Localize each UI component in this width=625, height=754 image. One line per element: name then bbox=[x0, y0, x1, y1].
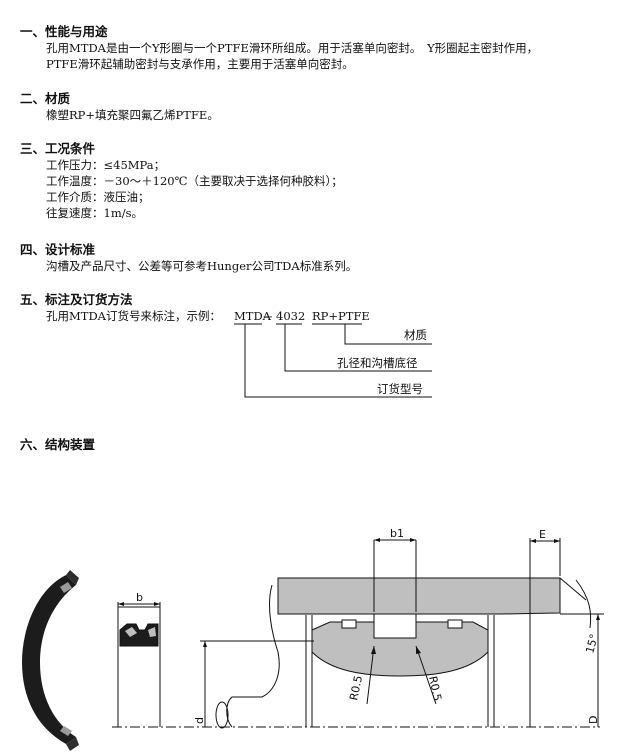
section-ordering: 五、标注及订货方法 孔用MTDA订货号来标注，示例： bbox=[20, 292, 221, 324]
section-text: 工作温度：－30～＋120℃（主要取决于选择何种胶料）； bbox=[46, 174, 343, 188]
section-title: 五、标注及订货方法 bbox=[20, 292, 133, 307]
section-text: 工作介质：液压油； bbox=[46, 190, 150, 204]
dim-d: d bbox=[193, 717, 206, 724]
order-label-material: 材质 bbox=[404, 328, 427, 342]
section-title: 三、工况条件 bbox=[20, 141, 96, 156]
section-structure: 六、结构装置 bbox=[20, 437, 95, 453]
section-text: 孔用MTDA订货号来标注，示例： bbox=[46, 309, 221, 323]
dim-b1: b1 bbox=[390, 527, 404, 540]
section-text: 孔用MTDA是由一个Y形圈与一个PTFE滑环所组成。用于活塞单向密封。 Y形圈起… bbox=[46, 41, 539, 55]
section-text: 沟槽及产品尺寸、公差等可参考Hunger公司TDA标准系列。 bbox=[46, 259, 358, 273]
order-label-code: 订货型号 bbox=[377, 382, 423, 396]
dim-D: D bbox=[587, 716, 600, 724]
seal-cross-section bbox=[117, 602, 161, 727]
cylinder-bore bbox=[277, 577, 587, 615]
section-title: 六、结构装置 bbox=[20, 437, 96, 452]
arrow-heads bbox=[118, 538, 600, 654]
section-text: 工作压力：≤45MPa； bbox=[46, 158, 166, 172]
order-label-size: 孔径和沟槽底径 bbox=[337, 356, 418, 370]
seal-installed bbox=[311, 613, 489, 677]
break-mark bbox=[215, 701, 229, 729]
order-dash: － bbox=[262, 310, 274, 324]
section-material: 二、材质 橡塑RP+填充聚四氟乙烯PTFE。 bbox=[20, 91, 219, 123]
section-performance: 一、性能与用途 孔用MTDA是由一个Y形圈与一个PTFE滑环所组成。用于活塞单向… bbox=[20, 24, 538, 72]
dim-angle: 15° bbox=[583, 633, 601, 655]
section-title: 四、设计标准 bbox=[20, 242, 96, 257]
seal-structure-drawing: b bbox=[22, 527, 604, 751]
leader-code bbox=[244, 324, 432, 398]
seal-ring-3d bbox=[22, 570, 79, 751]
section-conditions: 三、工况条件 工作压力：≤45MPa； 工作温度：－30～＋120℃（主要取决于… bbox=[20, 141, 343, 221]
section-design-standard: 四、设计标准 沟槽及产品尺寸、公差等可参考Hunger公司TDA标准系列。 bbox=[20, 242, 357, 274]
section-title: 一、性能与用途 bbox=[20, 24, 108, 39]
leader-material bbox=[344, 324, 432, 345]
order-material: RP+PTFE bbox=[312, 309, 370, 323]
section-text: PTFE滑环起辅助密封与支承作用，主要用于活塞单向密封。 bbox=[46, 57, 354, 71]
leader-size bbox=[284, 324, 432, 372]
dim-b: b bbox=[136, 591, 143, 604]
dim-radius-right: R0.5 bbox=[426, 675, 444, 702]
order-code: MTDA bbox=[234, 309, 271, 323]
order-leader-lines bbox=[234, 323, 432, 398]
dimension-lines bbox=[118, 538, 604, 727]
section-text: 橡塑RP+填充聚四氟乙烯PTFE。 bbox=[46, 108, 219, 122]
dim-radius-left: R0.5 bbox=[347, 674, 365, 701]
section-text: 往复速度：1m/s。 bbox=[46, 206, 143, 220]
dim-E: E bbox=[539, 528, 546, 541]
order-size: 4032 bbox=[276, 309, 306, 323]
section-title: 二、材质 bbox=[20, 91, 71, 106]
